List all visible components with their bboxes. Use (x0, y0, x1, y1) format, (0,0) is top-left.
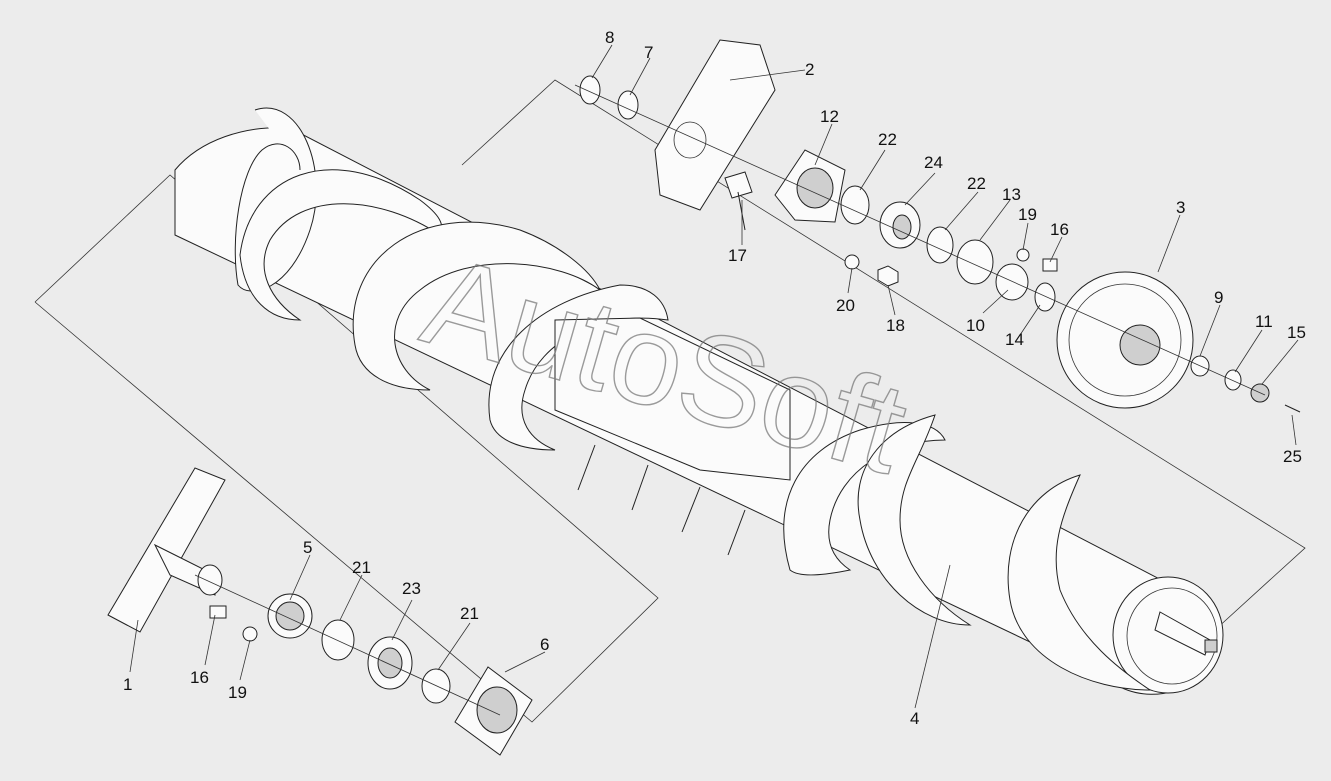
callout-22-left: 22 (878, 130, 897, 149)
callout-21-upper: 21 (352, 558, 371, 577)
callout-21-lower: 21 (460, 604, 479, 623)
callout-1: 1 (123, 675, 132, 694)
leader-lines (129, 44, 1299, 709)
left-bearing-parts (107, 467, 533, 756)
callout-14: 14 (1005, 330, 1024, 349)
callout-labels: 1 2 3 4 5 6 7 8 9 10 11 12 13 14 15 16 1… (123, 28, 1306, 728)
callout-16-left: 16 (190, 668, 209, 687)
callout-25: 25 (1283, 447, 1302, 466)
callout-13: 13 (1002, 185, 1021, 204)
callout-17: 17 (728, 246, 747, 265)
callout-18: 18 (886, 316, 905, 335)
callout-7: 7 (644, 43, 653, 62)
callout-20: 20 (836, 296, 855, 315)
callout-2: 2 (805, 60, 814, 79)
callout-3: 3 (1176, 198, 1185, 217)
callout-5: 5 (303, 538, 312, 557)
auger-assembly (174, 107, 1224, 695)
callout-24: 24 (924, 153, 943, 172)
callout-12: 12 (820, 107, 839, 126)
callout-15: 15 (1287, 323, 1306, 342)
right-bearing-parts (574, 39, 1301, 413)
callout-9: 9 (1214, 288, 1223, 307)
right-bracket (654, 39, 776, 211)
callout-4: 4 (910, 709, 919, 728)
left-bracket (107, 467, 226, 633)
callout-10: 10 (966, 316, 985, 335)
callout-23: 23 (402, 579, 421, 598)
callout-16-right: 16 (1050, 220, 1069, 239)
callout-19-right: 19 (1018, 205, 1037, 224)
callout-22-right: 22 (967, 174, 986, 193)
callout-6: 6 (540, 635, 549, 654)
callout-11: 11 (1255, 312, 1273, 331)
callout-19-left: 19 (228, 683, 247, 702)
assembly-frame-lines (34, 79, 1306, 723)
callout-8: 8 (605, 28, 614, 47)
